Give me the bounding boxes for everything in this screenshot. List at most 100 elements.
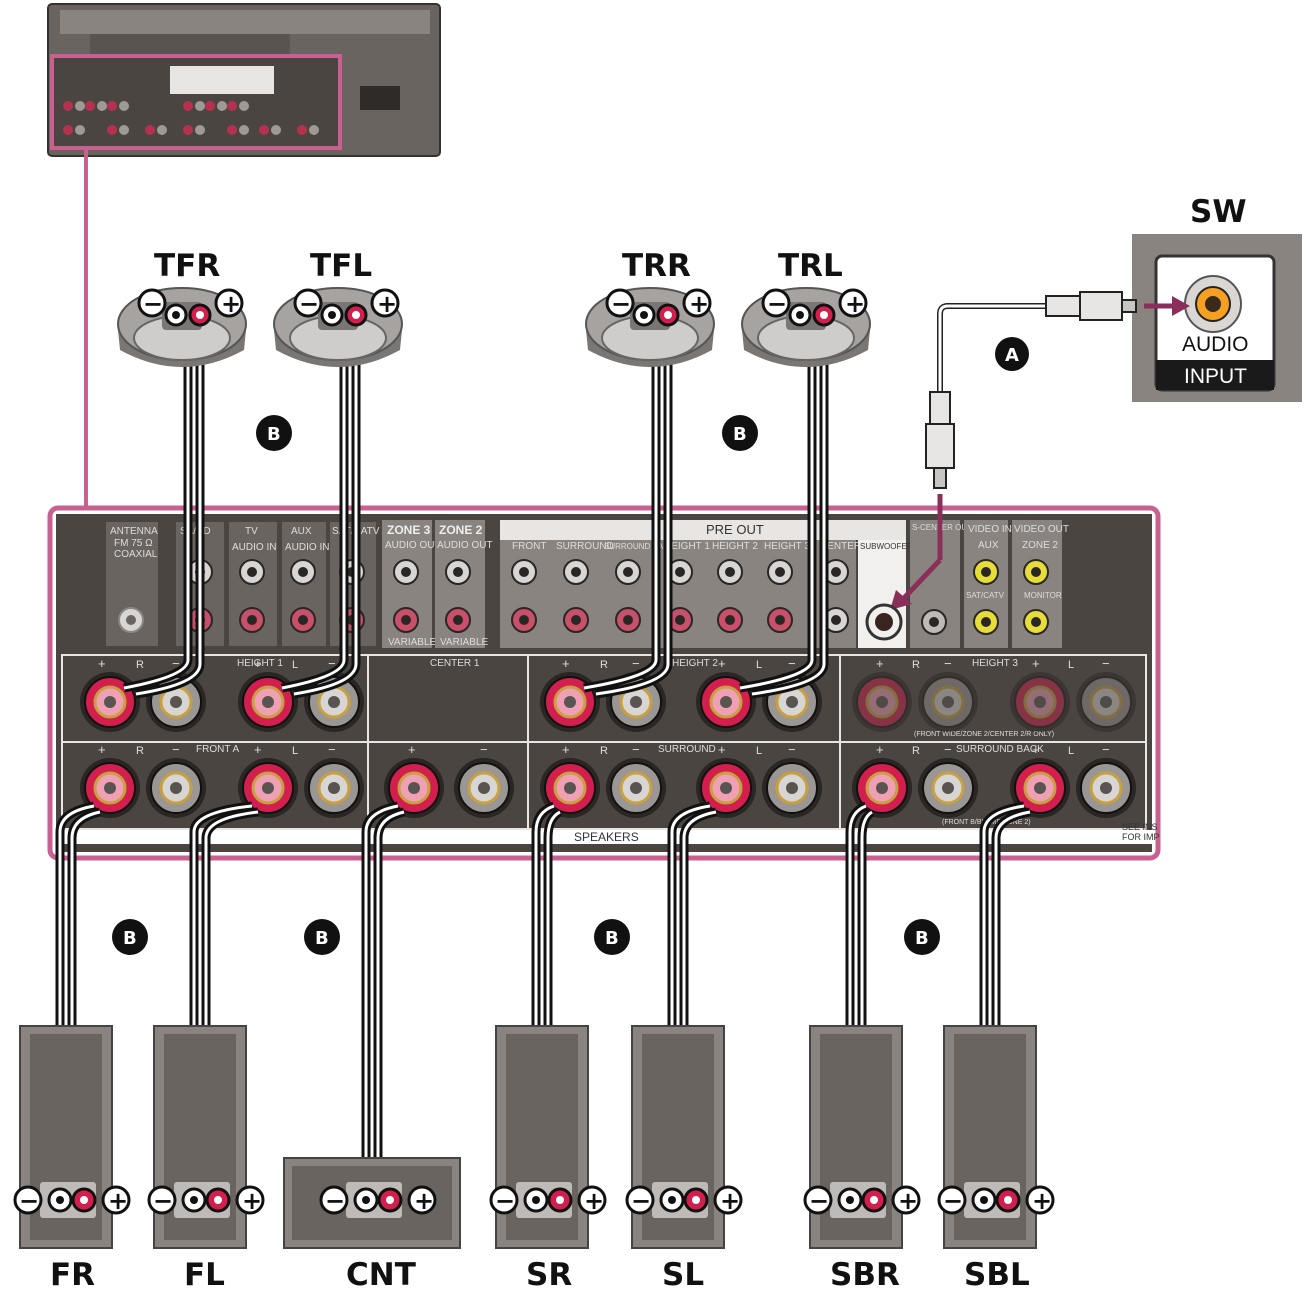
floor-speaker-cnt: − + CNT <box>283 1157 461 1293</box>
floor-speaker-plus: + <box>108 1187 128 1215</box>
rca-jacks <box>187 559 1049 635</box>
height2-r-neg <box>606 672 666 732</box>
floor-speaker-label: FL <box>184 1257 225 1293</box>
terminal-minus-mark-11: − <box>944 656 952 671</box>
front-a-label: FRONT A <box>196 744 239 755</box>
zone2-jack-l-hole <box>453 567 463 577</box>
pre-out-center-jack-hole <box>831 567 841 577</box>
subwoofer: SW AUDIO INPUT <box>1132 194 1302 402</box>
front-a-l-neg <box>304 758 364 818</box>
height3-l-neg <box>1076 672 1136 732</box>
terminal-plus-mark-12: + <box>1032 656 1040 671</box>
top-speaker-trl: −+TRL <box>741 248 871 367</box>
pre-out-jack-r-4-hole <box>725 615 735 625</box>
pre-out-jack-l-5-hole <box>775 567 785 577</box>
front-a-l-pos <box>238 758 298 818</box>
terminal-channel-mark-8: R <box>600 745 608 757</box>
aux-audio-in: AUDIO IN <box>285 542 329 553</box>
floor-speaker-minus: − <box>943 1187 963 1215</box>
tv-label: TV <box>245 526 258 537</box>
pre-out-surround-back: SURROUND BACK <box>604 542 675 551</box>
height3-r-neg <box>918 672 978 732</box>
terminal-plus-mark-3: + <box>718 656 726 671</box>
floor-speaker-minus: − <box>325 1187 345 1215</box>
terminal-plus-mark-11: + <box>876 656 884 671</box>
pre-out-label: PRE OUT <box>706 522 764 537</box>
terminal-minus-mark-4: − <box>172 742 180 757</box>
terminal-channel-mark-2: R <box>600 659 608 671</box>
zone3-audio-out: AUDIO OUT <box>385 540 441 551</box>
subwoofer-out-label: SUBWOOFER <box>860 542 913 551</box>
floor-speaker-fr: −+FR <box>13 1025 131 1293</box>
tfr-cable-neg <box>123 316 193 693</box>
video-out-jack-2-hole <box>1031 617 1041 627</box>
cable-b-badge-1: B <box>733 424 747 445</box>
top-speaker-tfr: −+TFR <box>117 248 247 367</box>
tfl-cable-neg <box>281 316 349 693</box>
speaker-cables <box>55 316 1031 1176</box>
tv-jack-r-hole <box>247 615 257 625</box>
surround-back-l-neg <box>1076 758 1136 818</box>
floor-speaker-label: CNT <box>346 1257 416 1293</box>
terminal-minus-mark-8: − <box>788 742 796 757</box>
fl-cable-pos <box>201 807 259 1176</box>
receiver-thumbnail <box>47 3 441 508</box>
speakers-label: SPEAKERS <box>574 830 639 844</box>
surround-l-neg <box>762 758 822 818</box>
video-out-zone2: ZONE 2 <box>1022 540 1059 551</box>
terminal-channel-mark-1: L <box>292 659 298 671</box>
cnt-cable-pos <box>373 807 406 1176</box>
cable-b-badge-circle-0 <box>256 415 292 451</box>
floor-speakers: −+FR−+FL−+CNT−+SR−+SL−+SBR−+SBL <box>13 1025 1055 1293</box>
sbr-cable-pos <box>857 808 875 1176</box>
pre-out-center: CENTER <box>820 541 861 552</box>
floor-speaker-sbl: −+SBL <box>937 1025 1055 1293</box>
floor-speaker-sr: −+SR <box>489 1025 607 1293</box>
terminal-minus-mark-12: − <box>1102 656 1110 671</box>
top-speaker-trr: − + TRR <box>585 248 715 367</box>
sr-cable-pos <box>543 807 563 1176</box>
video-in-label: VIDEO IN <box>968 524 1012 535</box>
s-center-jack-hole <box>929 617 939 627</box>
terminal-channel-mark-4: R <box>912 659 920 671</box>
height2-r-pos <box>540 672 600 732</box>
top-speaker-label: TRR <box>622 248 691 284</box>
surround-label: SURROUND <box>658 744 716 755</box>
top-speaker-minus: − <box>143 290 163 318</box>
floor-speaker-plus: + <box>414 1187 434 1215</box>
pre-out-jack-r-1-hole <box>571 615 581 625</box>
terminal-minus-mark-9: − <box>944 742 952 757</box>
trl-cable-neg <box>739 316 817 693</box>
height3-r-pos <box>852 672 912 732</box>
floor-speaker-minus: − <box>809 1187 829 1215</box>
floor-speaker-sl: −+SL <box>625 1025 743 1293</box>
terminal-minus-mark-0: − <box>172 656 180 671</box>
antenna-sub1: FM 75 Ω <box>114 538 153 549</box>
pre-out-height1: HEIGHT 1 <box>664 541 710 552</box>
video-in-jack-1-hole <box>981 567 991 577</box>
subwoofer-audio-label: AUDIO <box>1182 333 1249 356</box>
center1-label: CENTER 1 <box>430 658 480 669</box>
pre-out-jack-r-3-hole <box>675 615 685 625</box>
floor-speaker-minus: − <box>631 1187 651 1215</box>
top-speaker-minus: − <box>299 290 319 318</box>
terminal-plus-mark-0: + <box>98 656 106 671</box>
top-speaker-tfl: −+TFL <box>273 248 403 367</box>
terminal-minus-mark-2: − <box>632 656 640 671</box>
floor-speaker-plus: + <box>720 1187 740 1215</box>
top-speaker-minus: − <box>611 290 631 318</box>
aux-jack-r-hole <box>298 615 308 625</box>
terminal-plus-mark-10: + <box>1032 742 1040 757</box>
floor-speaker-label: FR <box>50 1257 95 1293</box>
top-speaker-label: TFL <box>310 248 372 284</box>
top-speaker-plus: + <box>845 290 865 318</box>
cable-b-badge-2: B <box>123 928 137 949</box>
terminal-minus-mark-1: − <box>328 656 336 671</box>
floor-speaker-label: SBR <box>830 1257 900 1293</box>
video-in-jack-2-hole <box>981 617 991 627</box>
zone2-jack-r-hole <box>453 615 463 625</box>
trr-cable-neg <box>583 316 661 693</box>
height1-l-pos <box>238 672 298 732</box>
top-speaker-plus: + <box>689 290 709 318</box>
